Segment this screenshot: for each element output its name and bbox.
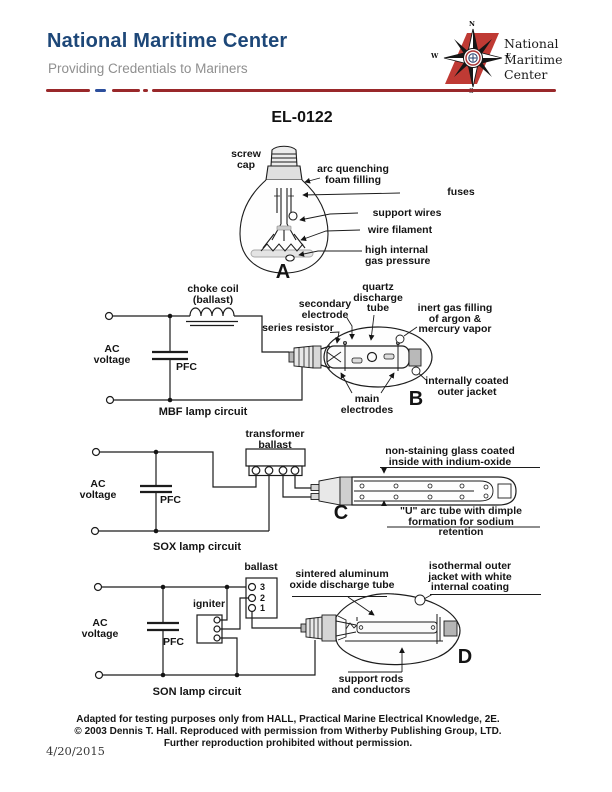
footer-line3: Further reproduction prohibited without … <box>163 737 413 749</box>
logo-wordmark: National Maritime Center <box>504 36 563 82</box>
label-choke-coil: choke coil (ballast) <box>187 283 239 306</box>
son-circuit-art <box>93 577 541 680</box>
label-secondary-electrode: secondary electrode <box>298 298 352 321</box>
terminal <box>91 447 101 457</box>
compass-n: N <box>469 20 475 28</box>
terminal <box>104 311 114 321</box>
letter-c: C <box>333 502 349 524</box>
mbf-circuit-art <box>104 307 433 405</box>
label-quartz-tube: quartz discharge tube <box>353 281 403 314</box>
choke-coil-symbol <box>189 307 235 317</box>
caption-son: SON lamp circuit <box>152 686 242 698</box>
compass-w: W <box>431 52 439 60</box>
mbf-lamp-b <box>288 326 433 388</box>
label-arc-quenching: arc quenching foam filling <box>317 163 389 186</box>
footer-line2: © 2003 Dennis T. Hall. Reproduced with p… <box>74 725 502 737</box>
label-screw-cap: screw cap <box>231 148 261 171</box>
date-stamp: 4/20/2015 <box>46 744 105 758</box>
label-transformer-ballast: transformer ballast <box>245 428 305 451</box>
sox-circuit-art <box>90 447 540 536</box>
org-name-text: National Maritime Center <box>47 30 288 52</box>
letter-d: D <box>457 646 473 668</box>
label-igniter: igniter <box>192 598 226 610</box>
footer-attribution: Adapted for testing purposes only from H… <box>0 714 576 749</box>
ballast-terminal-3: 3 <box>260 581 266 592</box>
label-u-arc-tube: "U" arc tube with dimple formation for s… <box>400 505 522 538</box>
label-series-resistor: series resistor <box>262 322 334 334</box>
label-ballast: ballast <box>244 561 278 573</box>
label-inert-gas: inert gas filling of argon & mercury vap… <box>417 302 493 335</box>
label-pfc-sox: PFC <box>160 494 181 506</box>
compass-e: E <box>506 52 511 60</box>
terminal <box>105 395 115 405</box>
son-lamp-d <box>300 593 461 666</box>
label-pfc-mbf: PFC <box>176 361 197 373</box>
terminal <box>93 582 103 592</box>
label-ac-voltage-son: AC voltage <box>81 617 119 640</box>
label-isothermal: isothermal outer jacket with white inter… <box>428 560 512 593</box>
ballast-symbol <box>245 577 278 619</box>
footer-line1: Adapted for testing purposes only from H… <box>76 714 500 725</box>
bulb-a-art <box>239 145 401 274</box>
label-support-rods: support rods and conductors <box>331 673 411 696</box>
label-ac-voltage-mbf: AC voltage <box>93 343 131 366</box>
sox-lamp-c <box>310 476 517 506</box>
label-pfc-son: PFC <box>163 636 184 648</box>
label-main-electrodes: main electrodes <box>340 393 394 416</box>
exhibit-title: EL-0122 <box>271 109 333 126</box>
ballast-terminal-2: 2 <box>260 592 266 603</box>
caption-sox: SOX lamp circuit <box>152 541 242 553</box>
terminal <box>90 526 100 536</box>
compass-rose-icon <box>443 28 503 88</box>
terminal <box>94 670 104 680</box>
label-high-internal: high internal gas pressure <box>365 244 431 267</box>
label-non-staining: non-staining glass coated inside with in… <box>385 445 515 468</box>
org-name: National Maritime Center <box>47 30 287 53</box>
label-ac-voltage-sox: AC voltage <box>79 478 117 501</box>
letter-a: A <box>275 261 291 283</box>
ballast-terminal-1: 1 <box>260 602 266 613</box>
label-fuses: fuses <box>447 186 475 198</box>
tagline: Providing Credentials to Mariners <box>48 61 248 76</box>
label-support-wires: support wires <box>372 207 442 219</box>
igniter-symbol <box>196 614 223 644</box>
transformer-ballast-symbol <box>245 448 306 477</box>
letter-b: B <box>408 388 424 410</box>
caption-mbf: MBF lamp circuit <box>158 406 248 418</box>
label-sintered: sintered aluminum oxide discharge tube <box>289 568 395 591</box>
label-internally-coated: internally coated outer jacket <box>425 375 509 398</box>
header-divider <box>46 89 558 93</box>
label-wire-filament: wire filament <box>367 224 433 236</box>
